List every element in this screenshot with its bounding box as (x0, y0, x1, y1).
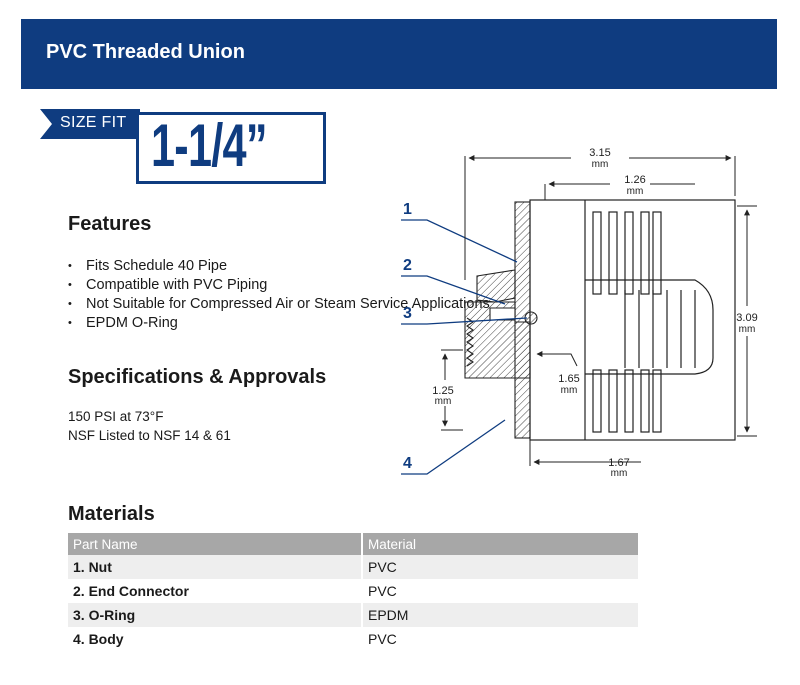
specs-block: 150 PSI at 73°F NSF Listed to NSF 14 & 6… (68, 407, 231, 445)
table-header-row: Part Name Material (68, 533, 638, 555)
dimension-unit: mm (435, 396, 452, 407)
dimension-overall-height: 3.09 mm (736, 205, 758, 437)
dimension-value: 1.67 (608, 457, 629, 469)
size-fit-value: 1-1/4” (151, 112, 267, 179)
feature-item: Compatible with PVC Piping (68, 276, 490, 295)
dimension-unit: mm (611, 468, 628, 479)
size-fit-tag: SIZE FIT (40, 109, 140, 139)
feature-item: Fits Schedule 40 Pipe (68, 257, 490, 276)
callout-number: 1 (403, 201, 412, 218)
page-header: PVC Threaded Union (21, 19, 777, 89)
table-row: 1. Nut PVC (68, 555, 638, 579)
callout-3: 3 (401, 305, 528, 325)
specs-heading: Specifications & Approvals (68, 366, 327, 388)
dimension-unit: mm (739, 324, 756, 335)
table-row: 3. O-Ring EPDM (68, 603, 638, 627)
column-header: Part Name (68, 533, 362, 555)
dimension-inner-gap: 1.65 mm (536, 351, 580, 396)
material-cell: PVC (361, 627, 638, 651)
dimension-body-length: 1.67 mm (529, 440, 641, 479)
part-name-cell: 2. End Connector (73, 583, 189, 599)
feature-item: EPDM O-Ring (68, 314, 490, 333)
callout-number: 3 (403, 305, 412, 322)
callout-number: 4 (403, 455, 412, 472)
dimension-bore-height: 1.25 mm (432, 349, 463, 431)
dimension-value: 3.15 (589, 147, 610, 159)
part-name-cell: 1. Nut (68, 555, 362, 579)
dimension-unit: mm (561, 385, 578, 396)
nut-section-shape (464, 201, 538, 439)
column-header: Material (361, 533, 638, 555)
dimension-overall-length: 3.15 mm (464, 147, 736, 280)
material-cell: PVC (361, 555, 638, 579)
feature-item: Not Suitable for Compressed Air or Steam… (68, 295, 490, 314)
callout-4: 4 (401, 419, 506, 475)
dimension-unit: mm (592, 159, 609, 170)
features-heading: Features (68, 213, 152, 235)
table-row: 2. End Connector PVC (68, 579, 638, 603)
callout-number: 2 (403, 257, 412, 274)
material-cell: PVC (361, 579, 638, 603)
callout-2: 2 (401, 257, 506, 305)
dimension-value: 1.25 (432, 385, 453, 397)
page-title: PVC Threaded Union (46, 41, 245, 63)
size-fit-box: 1-1/4” (136, 112, 326, 184)
part-name-cell: 3. O-Ring (68, 603, 362, 627)
materials-table: Part Name Material 1. Nut PVC 2. End Con… (68, 533, 638, 651)
spec-line: NSF Listed to NSF 14 & 61 (68, 428, 231, 443)
union-body-shape (529, 199, 736, 441)
material-cell: EPDM (361, 603, 638, 627)
dimension-unit: mm (627, 186, 644, 197)
dimension-value: 1.26 (624, 174, 645, 186)
callout-1: 1 (401, 201, 518, 263)
size-fit-label: SIZE FIT (60, 114, 127, 131)
materials-heading: Materials (68, 503, 155, 525)
dimension-value: 1.65 (558, 373, 579, 385)
dimension-value: 3.09 (736, 312, 757, 324)
part-name-cell: 4. Body (73, 631, 124, 647)
dimension-connector-depth: 1.26 mm (544, 174, 695, 200)
table-row: 4. Body PVC (68, 627, 638, 651)
features-list: Fits Schedule 40 Pipe Compatible with PV… (68, 257, 490, 333)
union-cross-section-diagram: 1 2 3 4 3.15 mm 1.26 mm 3.09 mm (401, 147, 758, 479)
spec-line: 150 PSI at 73°F (68, 409, 164, 424)
